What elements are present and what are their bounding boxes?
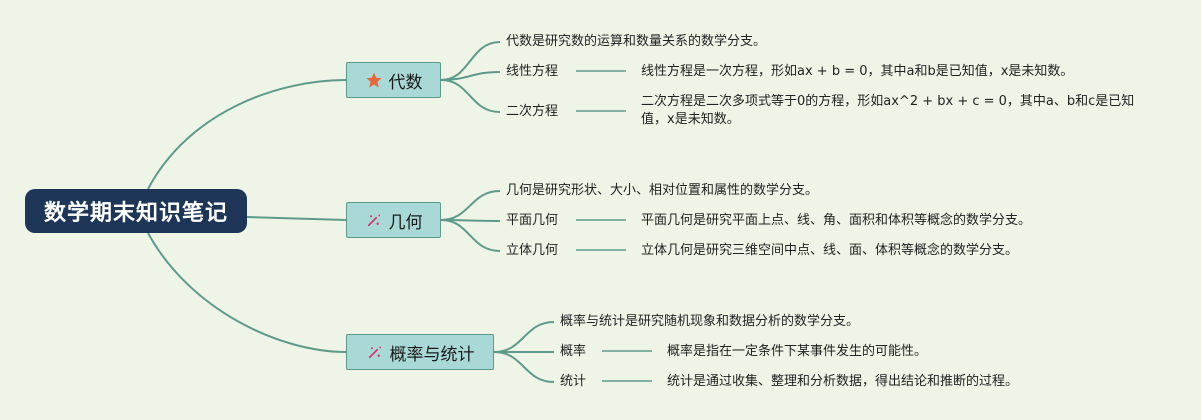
connector-algebra-definition [440,41,501,81]
topic-label: 代数 [388,72,423,93]
connector-probability-definition [493,321,555,353]
statistics-detail: 统计是通过收集、整理和分析数据，得出结论和推断的过程。 [667,374,1019,389]
subtopic-linear-equation[interactable]: 线性方程 [506,64,559,79]
connector-root-geometry [246,216,347,221]
plane-geometry-detail: 平面几何是研究平面上点、线、角、面积和体积等概念的数学分支。 [641,213,1032,228]
connector-root-probability [147,232,347,353]
connector-probability-stat [493,351,555,383]
linear-equation-detail: 线性方程是一次方程，形如ax + b = 0，其中a和b是已知值，x是未知数。 [641,64,1074,79]
connector-geometry-solid [440,219,501,252]
topic-label: 几何 [388,212,423,233]
subtopic-solid-geometry[interactable]: 立体几何 [506,243,559,258]
subtopic-plane-geometry[interactable]: 平面几何 [506,213,559,228]
root-title: 数学期末知识笔记 [43,201,228,226]
connector-geometry-definition [440,190,501,221]
root-node[interactable]: 数学期末知识笔记 [25,189,247,233]
quadratic-equation-detail: 二次方程是二次多项式等于0的方程，形如ax^2 + bx + c = 0，其中a… [641,94,1135,127]
algebra-definition: 代数是研究数的运算和数量关系的数学分支。 [506,34,767,49]
topic-geometry[interactable]: 几何 [346,202,441,238]
magic-wand-icon [366,343,384,361]
topic-algebra[interactable]: 代数 [346,62,441,98]
subtopic-quadratic-equation[interactable]: 二次方程 [506,104,559,119]
topic-probability-statistics[interactable]: 概率与统计 [346,334,494,370]
connector-algebra-linear [440,71,501,81]
geometry-definition: 几何是研究形状、大小、相对位置和属性的数学分支。 [506,183,819,198]
subtopic-statistics[interactable]: 统计 [560,374,587,389]
connector-root-algebra [147,79,347,190]
probability-detail: 概率是指在一定条件下某事件发生的可能性。 [667,344,928,359]
subtopic-probability[interactable]: 概率 [560,344,587,359]
probability-definition: 概率与统计是研究随机现象和数据分析的数学分支。 [560,314,860,329]
solid-geometry-detail: 立体几何是研究三维空间中点、线、面、体积等概念的数学分支。 [641,243,1019,258]
connector-algebra-quadratic [440,79,501,113]
topic-label: 概率与统计 [389,344,475,365]
star-icon [365,71,383,89]
magic-wand-icon [365,211,383,229]
